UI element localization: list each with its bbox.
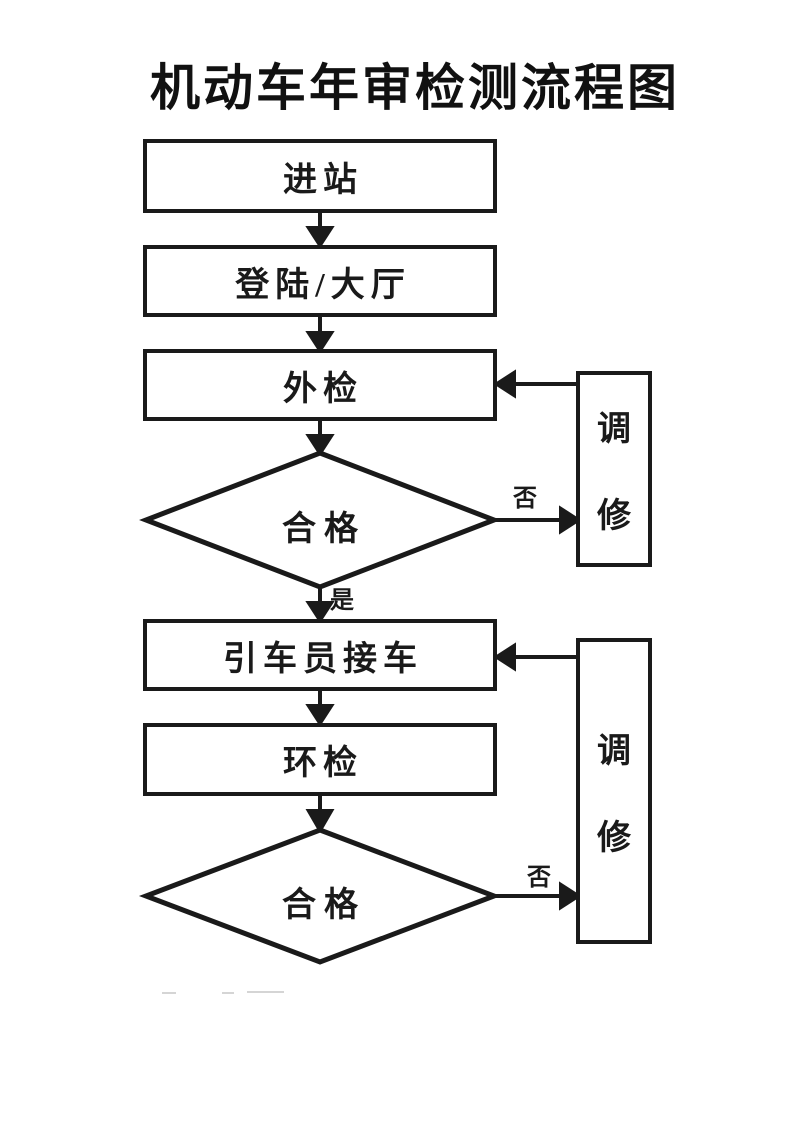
node-driver-receive-car: 引车员接车: [143, 619, 497, 691]
edge-label-yes-1: 是: [330, 588, 354, 614]
node-repair-1-char-bottom: 修: [597, 498, 631, 535]
arrowhead-repair1-to-exterior-icon: [493, 369, 516, 399]
node-repair-2-char-top: 调: [597, 733, 631, 770]
arrowhead-driver-to-emission-icon: [305, 704, 335, 727]
node-qualified-check-1-label: 合格: [282, 511, 366, 548]
node-login-hall: 登陆/大厅: [143, 245, 497, 317]
page-title: 机动车年审检测流程图: [150, 60, 680, 116]
arrowhead-login-to-exterior-icon: [305, 331, 335, 354]
node-exterior-inspection-label: 外检: [283, 370, 363, 408]
arrowhead-enter-to-login-icon: [305, 226, 335, 249]
node-qualified-check-2-label: 合格: [282, 887, 366, 924]
arrowhead-repair2-to-driver-icon: [493, 642, 516, 672]
node-repair-2-char-bottom: 修: [597, 820, 631, 857]
scan-artifact: [247, 991, 284, 993]
node-exterior-inspection: 外检: [143, 349, 497, 421]
node-repair-1-char-top: 调: [597, 411, 631, 448]
node-repair-1: 调 修: [576, 371, 652, 567]
node-enter-station: 进站: [143, 139, 497, 213]
arrowhead-emission-to-decision2-icon: [305, 809, 335, 834]
node-enter-station-label: 进站: [283, 161, 363, 199]
arrowhead-decision1-yes-icon: [305, 601, 335, 624]
node-driver-receive-car-label: 引车员接车: [223, 640, 423, 678]
node-login-hall-label: 登陆/大厅: [235, 266, 411, 304]
node-emission-inspection: 环检: [143, 723, 497, 796]
arrowhead-exterior-to-decision1-icon: [305, 434, 335, 457]
edge-label-no-1: 否: [513, 486, 537, 512]
node-emission-inspection-label: 环检: [283, 745, 363, 782]
edge-label-no-2: 否: [527, 865, 551, 891]
node-repair-2: 调 修: [576, 638, 652, 944]
scan-artifact: [222, 992, 234, 994]
scan-artifact: [162, 992, 176, 994]
